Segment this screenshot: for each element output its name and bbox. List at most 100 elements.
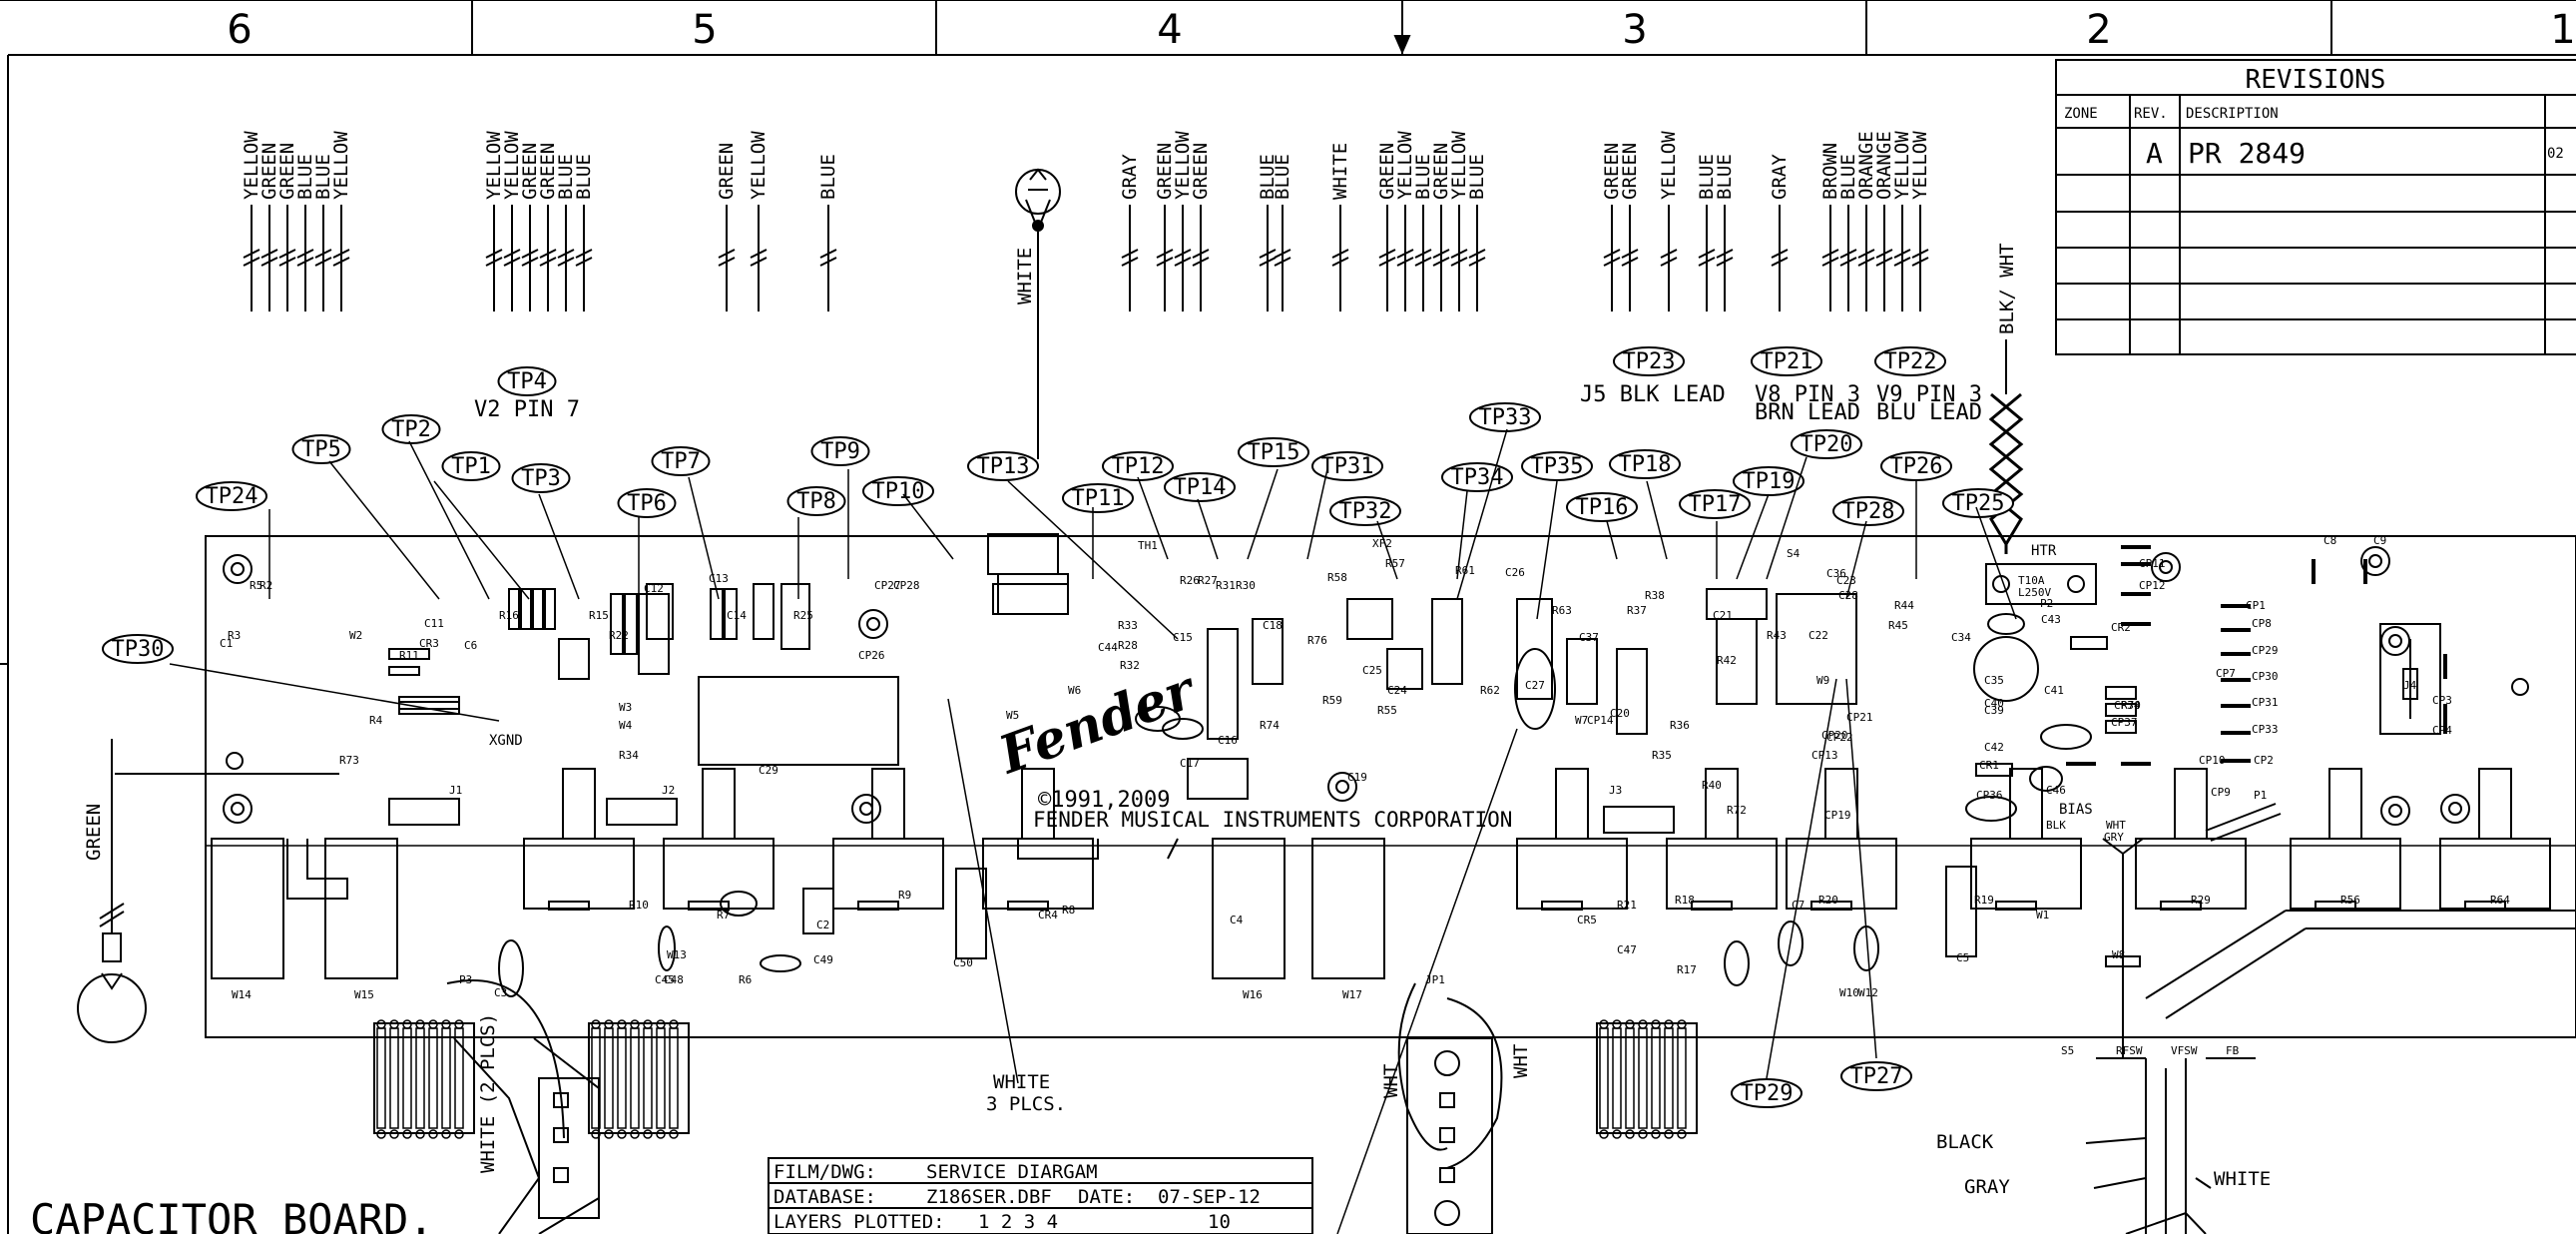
- ribbon-conductor: [1638, 1027, 1648, 1129]
- component-refdes: C19: [1347, 771, 1367, 784]
- component-refdes: C45: [655, 973, 675, 986]
- component-refdes: CP22: [1826, 731, 1853, 744]
- wht-right-label: WHT: [1510, 1044, 1532, 1078]
- title-block-film-value: SERVICE DIARGAM: [926, 1161, 1098, 1183]
- component-refdes: R73: [339, 754, 359, 767]
- component-refdes: W16: [1243, 988, 1263, 1001]
- wire-break-mark: [1875, 257, 1893, 267]
- wire-break-mark: [1450, 249, 1468, 259]
- component-refdes: CP7: [2216, 667, 2236, 680]
- wire-break-mark: [1192, 257, 1210, 267]
- component-refdes: CP21: [1846, 711, 1873, 724]
- wire-break-mark: [1468, 257, 1486, 267]
- test-point-tp4: TP4: [507, 369, 547, 394]
- white-wire-label: WHITE: [2214, 1168, 2271, 1190]
- component-refdes: C16: [1218, 734, 1238, 747]
- wire-break-mark: [539, 249, 557, 259]
- wire-break-mark: [296, 257, 314, 267]
- test-point-oval: [1832, 496, 1904, 526]
- component-refdes: CP2: [2254, 754, 2274, 767]
- test-point-tp32: TP32: [1339, 499, 1392, 524]
- component-refdes: R10: [629, 899, 649, 912]
- ribbon-conductor: [604, 1027, 614, 1129]
- component-refdes: C11: [424, 617, 444, 630]
- test-point-oval: [1942, 488, 2014, 518]
- wire-color-label: GREEN: [537, 143, 559, 200]
- wire-break-mark: [1174, 257, 1192, 267]
- component-refdes: C18: [1263, 619, 1283, 632]
- ribbon-pin: [630, 1129, 640, 1139]
- wire-break-mark: [1857, 249, 1875, 259]
- component-refdes: R11: [399, 649, 419, 662]
- ribbon-conductor: [441, 1027, 451, 1129]
- zone-4: 4: [1157, 7, 1182, 53]
- copyright-text: ©1991,2009: [1038, 788, 1170, 813]
- ribbon-pin: [454, 1019, 464, 1029]
- wire-break-mark: [1156, 249, 1174, 259]
- pot-resistor: [548, 901, 590, 911]
- component-refdes: W7: [1575, 714, 1588, 727]
- wire-color-label: BLUE: [1272, 154, 1293, 200]
- test-point-tp11: TP11: [1072, 486, 1125, 511]
- component-refdes: W10: [1839, 986, 1859, 999]
- component-refdes: C26: [1505, 566, 1525, 579]
- component-refdes: R64: [2490, 894, 2510, 907]
- wire-color-label: BLUE: [1257, 154, 1279, 200]
- component-refdes: C28: [1838, 589, 1858, 602]
- title-block: [768, 1157, 1313, 1234]
- component-refdes: CP11: [2139, 557, 2166, 570]
- component-refdes: C12: [644, 582, 664, 595]
- ribbon-conductor: [630, 1027, 640, 1129]
- wire-break-mark: [1875, 249, 1893, 259]
- test-point-tp9: TP9: [820, 439, 860, 464]
- component-refdes: CP30: [2252, 670, 2279, 683]
- wht-left-label: WHT: [1380, 1064, 1402, 1098]
- wire-break-mark: [1414, 249, 1432, 259]
- ribbon-conductor: [669, 1027, 679, 1129]
- component-refdes: R9: [898, 889, 911, 902]
- wire-color-label: YELLOW: [1172, 131, 1194, 200]
- component-refdes: CP10: [2199, 754, 2226, 767]
- component-refdes: C49: [813, 953, 833, 966]
- wire-break-mark: [1432, 249, 1450, 259]
- wire-break-mark: [503, 249, 521, 259]
- wire-color-label: BLUE: [1412, 154, 1434, 200]
- pot-body: [1516, 838, 1628, 910]
- wire-break-mark: [1660, 257, 1678, 267]
- wire-break-mark: [1121, 257, 1139, 267]
- green-lead-label: GREEN: [83, 804, 105, 861]
- wire-color-label: BLUE: [817, 154, 839, 200]
- component-refdes: C23: [1836, 574, 1856, 587]
- wire-break-mark: [1911, 249, 1929, 259]
- ribbon-pin: [1612, 1019, 1622, 1029]
- test-point-oval: [291, 434, 351, 464]
- component-refdes: R62: [1480, 684, 1500, 697]
- component-refdes: CP20: [1821, 729, 1848, 742]
- pot-shaft: [871, 768, 905, 840]
- test-point-oval: [1791, 429, 1862, 459]
- title-block-film-key: FILM/DWG:: [773, 1161, 876, 1183]
- wire-break-mark: [1378, 249, 1396, 259]
- test-point-oval: [1311, 451, 1383, 481]
- wire-break-mark: [503, 257, 521, 267]
- pot-resistor: [1007, 901, 1049, 911]
- component-refdes: C1: [220, 637, 233, 650]
- wire-color-label: GREEN: [1154, 143, 1176, 200]
- wire-break-mark: [1414, 257, 1432, 267]
- test-point-tp6: TP6: [627, 491, 667, 516]
- ribbon-conductor: [1599, 1027, 1609, 1129]
- component-refdes: R25: [793, 609, 813, 622]
- wire-color-label: GREEN: [258, 143, 280, 200]
- wire-break-mark: [485, 249, 503, 259]
- wire-break-mark: [1716, 249, 1734, 259]
- wire-break-mark: [1893, 257, 1911, 267]
- ribbon-conductor: [617, 1027, 627, 1129]
- ribbon-pin: [643, 1129, 653, 1139]
- component-refdes: R36: [1670, 719, 1690, 732]
- ribbon-pin: [669, 1129, 679, 1139]
- component-refdes: C29: [759, 764, 778, 777]
- wire-break-mark: [1839, 249, 1857, 259]
- component-refdes: R44: [1894, 599, 1914, 612]
- wire-break-mark: [557, 257, 575, 267]
- wire-break-mark: [1771, 249, 1789, 259]
